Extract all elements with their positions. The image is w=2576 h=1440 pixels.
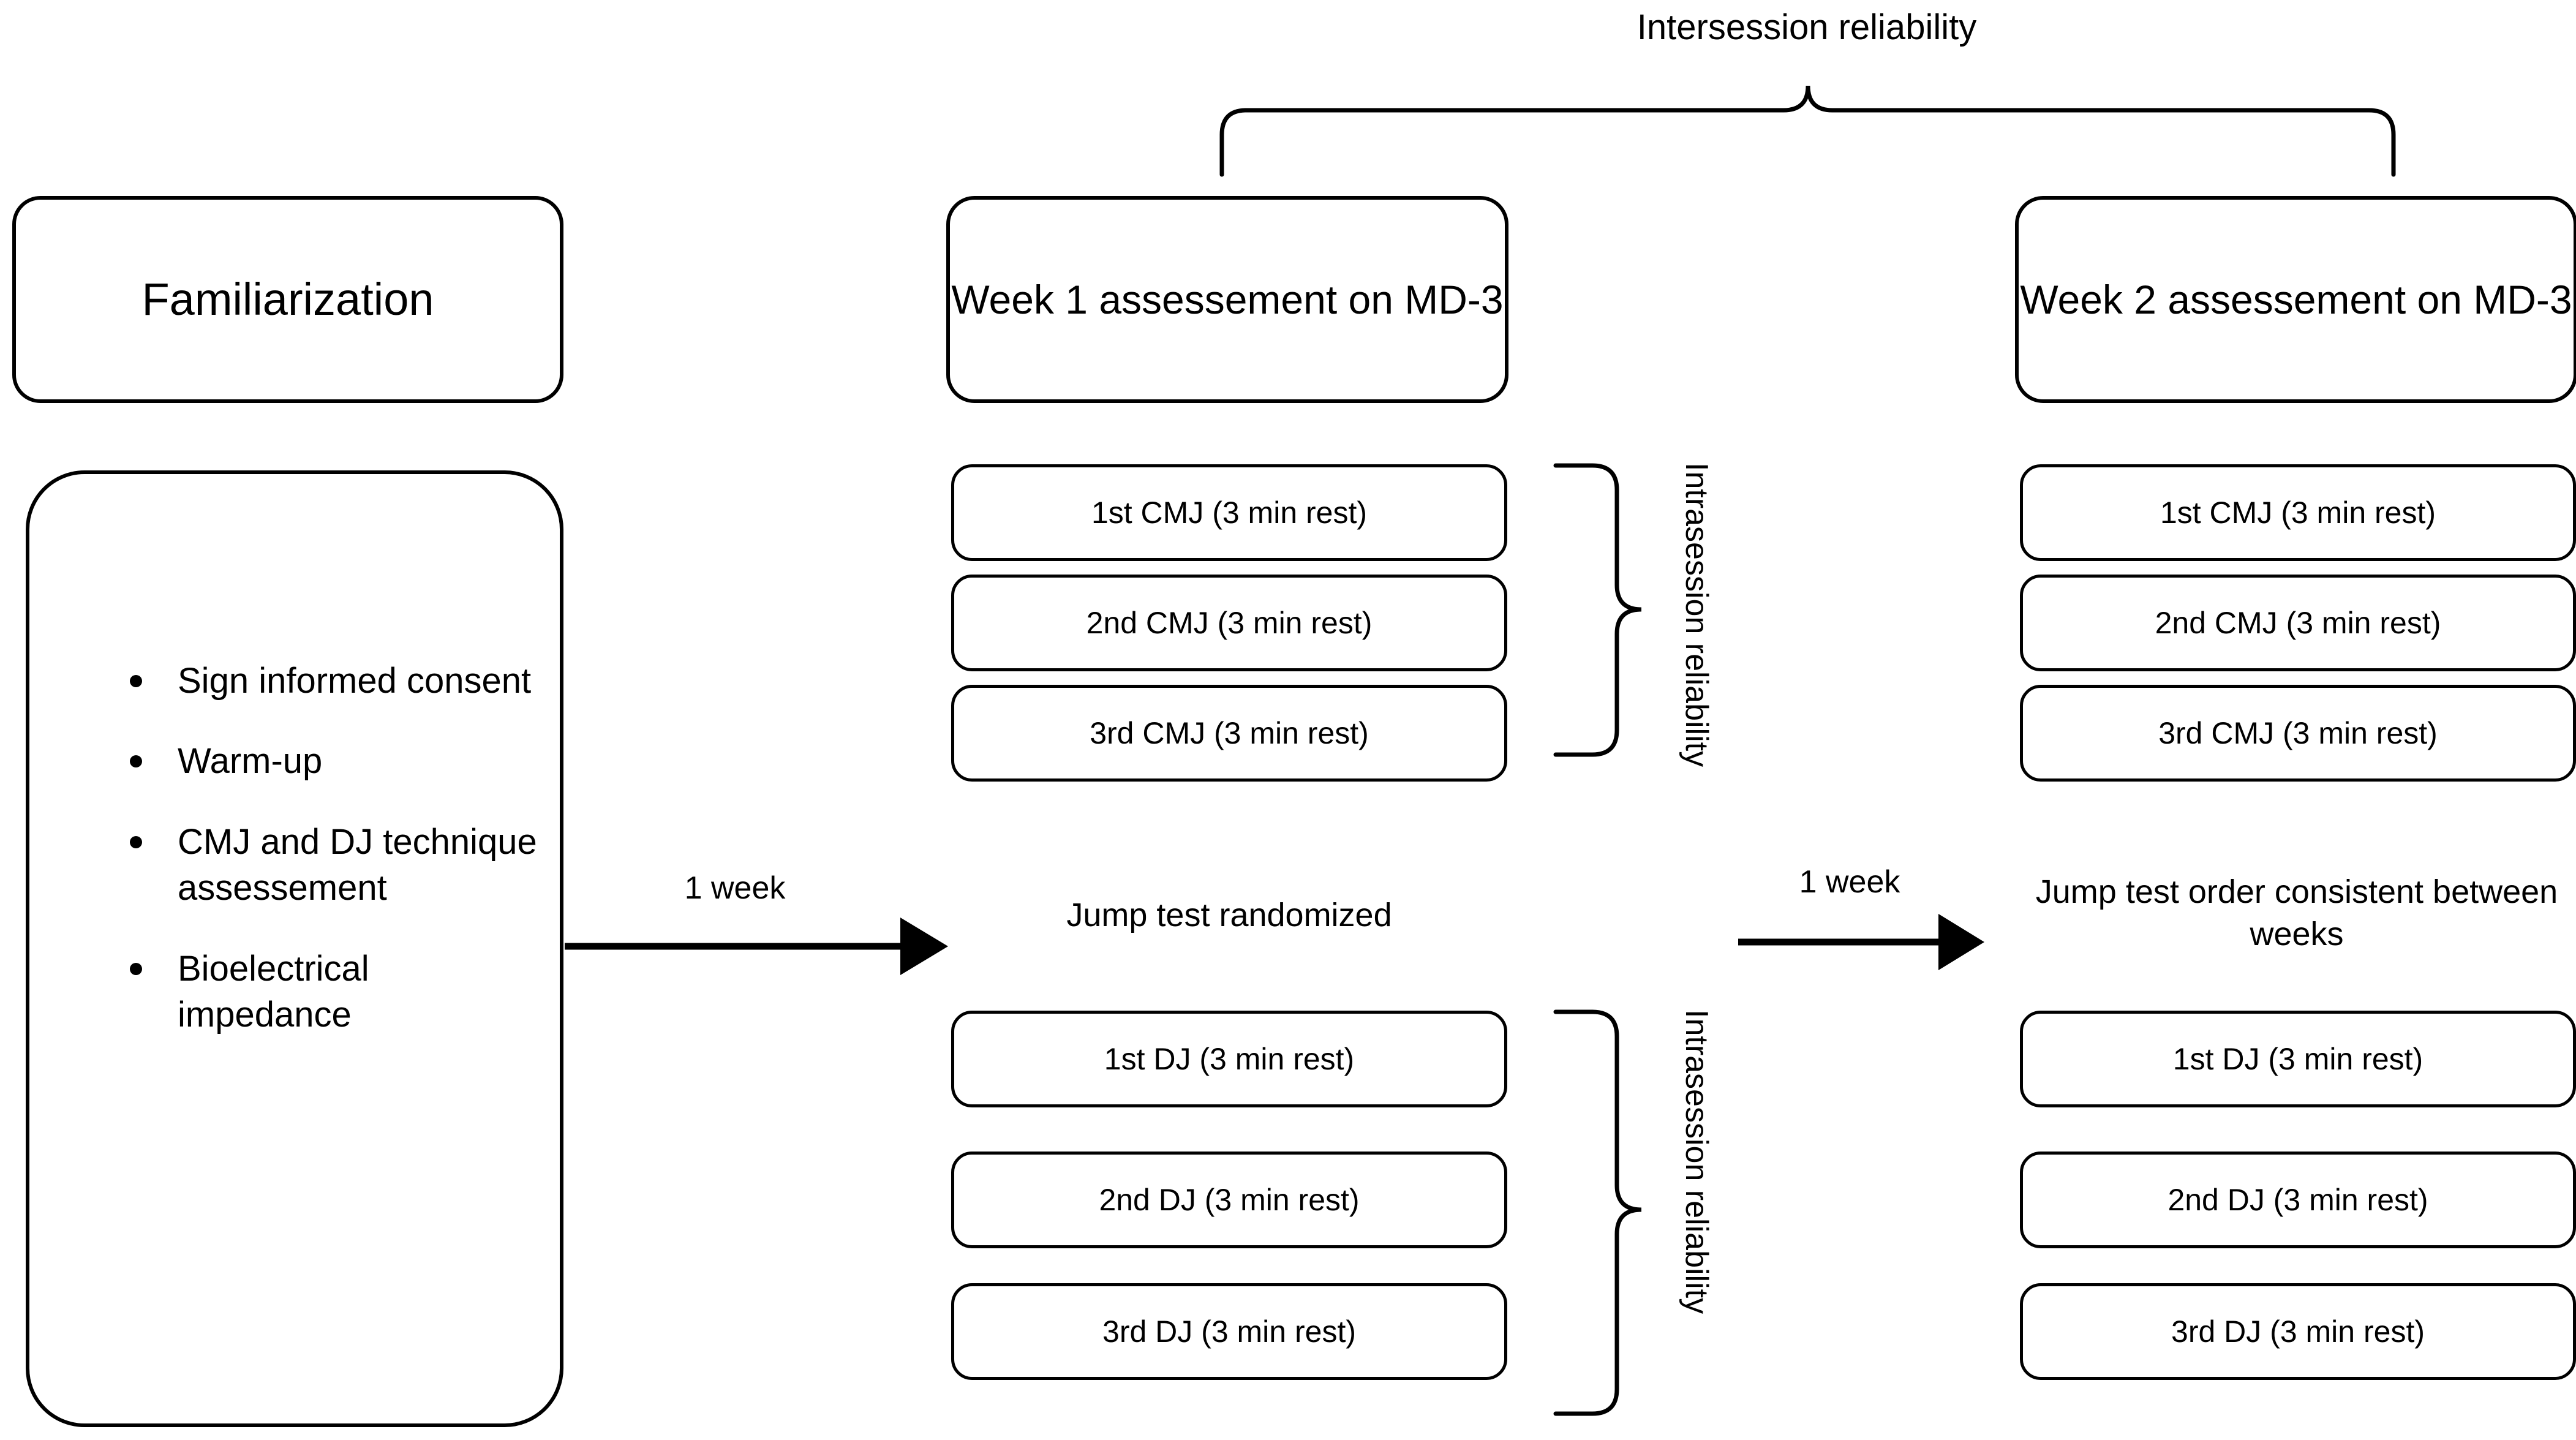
week2-cmj-trial-3: 3rd CMJ (3 min rest) (2020, 685, 2576, 782)
week2-jump-order-note: Jump test order consistent between weeks (2035, 873, 2558, 953)
trial-label: 3rd CMJ (3 min rest) (1090, 716, 1369, 750)
familiarization-box: Familiarization (12, 196, 563, 403)
trial-label: 3rd DJ (3 min rest) (2171, 1314, 2425, 1349)
week1-dj-trial-2: 2nd DJ (3 min rest) (951, 1152, 1507, 1248)
preparation-bullet-list: Sign informed consent Warm-up CMJ and DJ… (121, 658, 538, 1072)
week1-cmj-trial-2: 2nd CMJ (3 min rest) (951, 575, 1507, 671)
trial-label: 1st DJ (3 min rest) (2172, 1042, 2423, 1076)
week1-cmj-trial-3: 3rd CMJ (3 min rest) (951, 685, 1507, 782)
trial-label: 2nd CMJ (3 min rest) (2155, 606, 2441, 640)
week2-heading-label: Week 2 assessement on MD-3 (2020, 276, 2572, 322)
trial-label: 1st CMJ (3 min rest) (1091, 496, 1368, 530)
week1-dj-trial-1: 1st DJ (3 min rest) (951, 1011, 1507, 1107)
week2-cmj-trial-1: 1st CMJ (3 min rest) (2020, 464, 2576, 561)
week2-assessment-box: Week 2 assessement on MD-3 (2015, 196, 2576, 403)
arrow1-week-label: 1 week (684, 870, 786, 906)
week1-dj-intrasession-label: Intrasession reliability (1679, 1009, 1714, 1314)
week1-cmj-intrasession-label: Intrasession reliability (1679, 462, 1714, 767)
list-item: Warm-up (121, 738, 538, 784)
trial-label: 2nd DJ (3 min rest) (1099, 1183, 1360, 1217)
intersession-brace (1219, 85, 2396, 177)
arrow-prep-to-week1 (565, 918, 948, 975)
trial-label: 3rd DJ (3 min rest) (1102, 1314, 1356, 1349)
week1-jump-order-note: Jump test randomized (1066, 897, 1392, 933)
list-item: Bioelectrical impedance (121, 946, 538, 1038)
week1-cmj-trial-1: 1st CMJ (3 min rest) (951, 464, 1507, 561)
week1-dj-brace (1553, 1009, 1642, 1416)
list-item: Sign informed consent (121, 658, 538, 704)
trial-label: 3rd CMJ (3 min rest) (2158, 716, 2438, 750)
intersession-reliability-title: Intersession reliability (1636, 7, 1977, 47)
week1-heading-label: Week 1 assessement on MD-3 (951, 276, 1504, 322)
week2-cmj-trial-2: 2nd CMJ (3 min rest) (2020, 575, 2576, 671)
week2-dj-trial-3: 3rd DJ (3 min rest) (2020, 1283, 2576, 1380)
trial-label: 1st CMJ (3 min rest) (2160, 496, 2436, 530)
trial-label: 2nd CMJ (3 min rest) (1086, 606, 1373, 640)
trial-label: 2nd DJ (3 min rest) (2167, 1183, 2428, 1217)
week2-dj-trial-2: 2nd DJ (3 min rest) (2020, 1152, 2576, 1248)
arrow2-week-label: 1 week (1799, 864, 1900, 900)
week1-cmj-brace (1553, 463, 1642, 757)
preparation-box: Sign informed consent Warm-up CMJ and DJ… (26, 470, 563, 1427)
trial-label: 1st DJ (3 min rest) (1104, 1042, 1355, 1076)
week1-dj-trial-3: 3rd DJ (3 min rest) (951, 1283, 1507, 1380)
familiarization-label: Familiarization (141, 273, 434, 325)
week1-assessment-box: Week 1 assessement on MD-3 (946, 196, 1508, 403)
arrow-week1-to-week2 (1738, 914, 1984, 970)
list-item: CMJ and DJ technique assessement (121, 819, 538, 911)
week2-dj-trial-1: 1st DJ (3 min rest) (2020, 1011, 2576, 1107)
